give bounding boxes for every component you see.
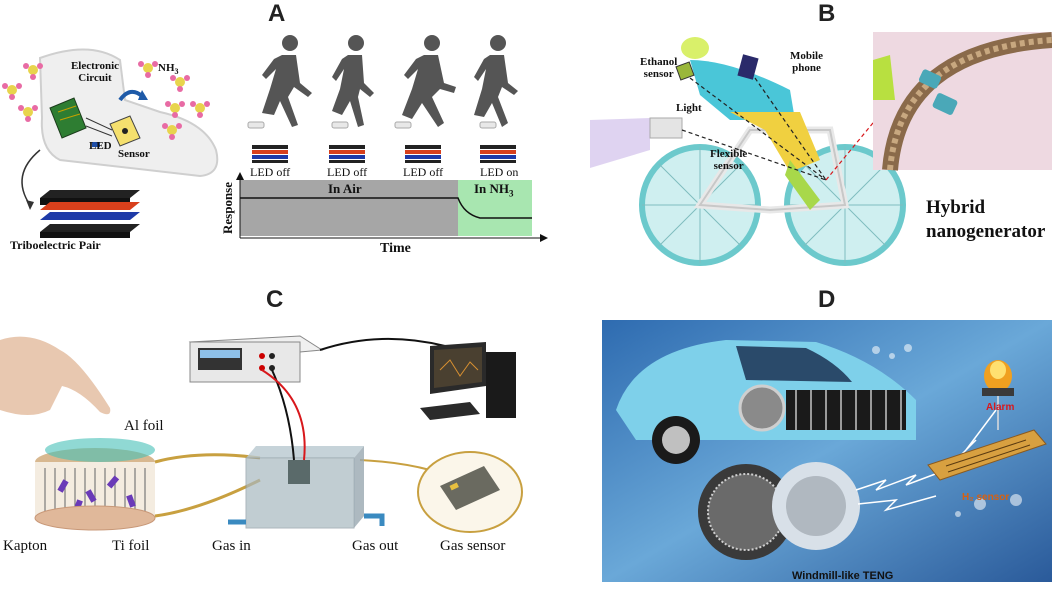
label-led: LED — [89, 140, 112, 152]
label-windmill-teng: Windmill-like TENG — [792, 570, 894, 582]
panel-d: D — [596, 286, 1052, 589]
panel-c: C — [0, 286, 560, 589]
panel-c-illustration — [0, 335, 523, 533]
panel-d-illustration — [602, 320, 1052, 582]
multimeter — [188, 335, 324, 383]
ethanol-sensor — [675, 61, 695, 81]
led-state-4: LED on — [480, 165, 519, 179]
panel-b-label: B — [818, 0, 836, 27]
label-in-nh3: In NH3 — [474, 181, 514, 199]
label-nh3-top: NH3 — [158, 62, 179, 77]
gas-sensor-inset — [417, 451, 523, 533]
response-graph — [236, 172, 548, 242]
shoes — [247, 121, 497, 129]
label-light: Light — [676, 102, 702, 114]
connection-lines — [681, 77, 883, 181]
bicycle — [639, 126, 906, 266]
h2-bubbles — [872, 344, 1022, 517]
panel-d-label: D — [818, 286, 836, 313]
electronic-circuit-board — [49, 97, 87, 139]
panel-a-illustration — [2, 35, 548, 242]
label-in-air: In Air — [328, 181, 362, 196]
label-alarm: Alarm — [986, 402, 1015, 413]
pointing-hand — [0, 336, 111, 415]
gas-chamber — [228, 446, 385, 529]
mobile-phone — [737, 54, 759, 80]
car-grille — [786, 390, 906, 430]
windmill-teng — [698, 462, 860, 560]
teng-device — [34, 438, 156, 531]
hybrid-nanogenerator-inset — [873, 32, 1052, 171]
label-triboelectric-pair: Triboelectric Pair — [10, 238, 101, 252]
axis-label-response: Response — [220, 181, 236, 235]
panel-b-illustration — [590, 32, 1052, 266]
led-state-3: LED off — [403, 165, 444, 179]
label-electronic-circuit: Electronic Circuit — [70, 60, 120, 84]
label-gas-out: Gas out — [352, 538, 399, 554]
led-state-1: LED off — [250, 165, 291, 179]
axis-label-time: Time — [380, 241, 411, 256]
walking-figures — [262, 35, 518, 127]
led-state-2: LED off — [327, 165, 368, 179]
label-gas-in: Gas in — [212, 538, 251, 554]
bike-light — [649, 117, 683, 139]
car — [616, 340, 916, 464]
light-beam — [590, 118, 650, 168]
alarm-light — [982, 360, 1014, 430]
label-ti-foil: Ti foil — [112, 538, 150, 554]
computer — [420, 342, 516, 420]
label-sensor: Sensor — [118, 148, 150, 160]
panel-a-label: A — [268, 0, 286, 27]
label-al-foil: Al foil — [124, 418, 164, 434]
label-kapton: Kapton — [3, 538, 48, 554]
h2-sensor — [927, 429, 1047, 481]
label-gas-sensor: Gas sensor — [440, 538, 506, 554]
panel-c-label: C — [266, 286, 284, 313]
sensor-chip — [109, 115, 141, 147]
panel-b: B — [590, 0, 1052, 290]
panel-a: A — [0, 0, 560, 290]
label-h2-sensor: H₂ sensor — [962, 492, 1010, 503]
nh3-molecules — [2, 61, 210, 140]
triboelectric-pair — [40, 190, 140, 238]
led-chip — [92, 142, 100, 147]
mini-pairs — [252, 145, 516, 163]
